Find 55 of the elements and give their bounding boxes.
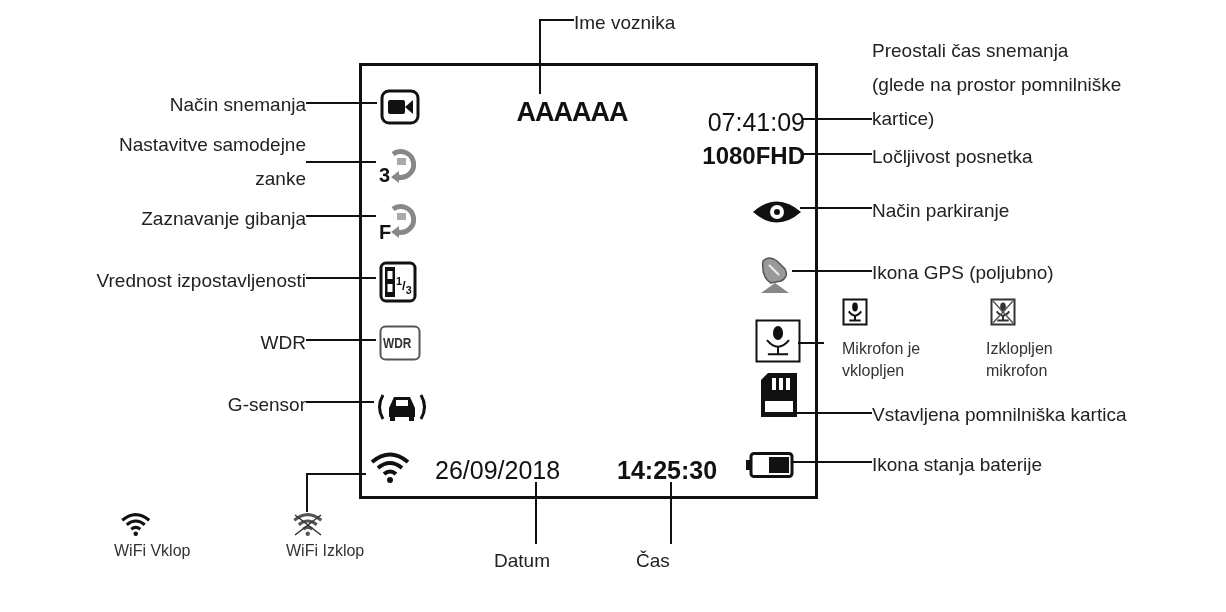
microphone-icon bbox=[755, 319, 801, 363]
leader-line bbox=[801, 118, 873, 120]
time-text: 14:25:30 bbox=[617, 455, 735, 485]
callout-label: Vstavljena pomnilniška kartica bbox=[872, 398, 1224, 428]
callout-label: Zaznavanje gibanja bbox=[86, 202, 306, 232]
screen-frame bbox=[359, 63, 818, 499]
icon-caption: Mikrofon je vklopljen bbox=[842, 339, 922, 381]
leader-line bbox=[799, 207, 873, 209]
callout-label: Vrednost izpostavljenosti bbox=[4, 264, 306, 294]
eye-icon bbox=[751, 199, 803, 225]
callout-label: Ločljivost posnetka bbox=[872, 140, 1112, 170]
icon-letter: 3 bbox=[379, 165, 391, 185]
resolution-text: 1080FHD bbox=[679, 141, 805, 171]
wifi-icon bbox=[369, 451, 411, 483]
video-camera-icon bbox=[380, 89, 420, 125]
wifi-icon bbox=[120, 512, 152, 538]
icon-caption: WiFi Vklop bbox=[114, 541, 192, 561]
callout-label: G-sensor bbox=[156, 388, 306, 418]
leader-line bbox=[791, 270, 873, 272]
callout-label: Način snemanja bbox=[106, 88, 306, 118]
driver-name-text: AAAAAA bbox=[499, 97, 645, 127]
date-text: 26/09/2018 bbox=[435, 455, 599, 485]
recording-time-text: 07:41:09 bbox=[687, 107, 805, 137]
leader-line bbox=[539, 19, 575, 95]
muted-microphone-icon bbox=[990, 298, 1016, 326]
icon-caption: Izklopljen mikrofon bbox=[986, 339, 1054, 381]
leader-line bbox=[797, 342, 825, 344]
microphone-icon bbox=[842, 298, 868, 326]
callout-label: Ime voznika bbox=[574, 6, 714, 34]
callout-label: Ikona stanja baterije bbox=[872, 448, 1122, 478]
callout-label: WDR bbox=[196, 326, 306, 356]
callout-label: Način parkiranje bbox=[872, 194, 1092, 224]
leader-line bbox=[305, 339, 377, 341]
fraction-text: $^{1}$/$_{3}$ bbox=[396, 274, 412, 298]
callout-label: Nastavitve samodejne zanke bbox=[86, 128, 306, 196]
leader-line bbox=[801, 153, 873, 155]
icon-caption: WiFi Izklop bbox=[286, 541, 366, 561]
leader-line bbox=[306, 473, 367, 513]
icon-text: WDR bbox=[383, 334, 412, 352]
memory-card-icon bbox=[759, 371, 799, 419]
leader-line bbox=[305, 161, 377, 163]
leader-line bbox=[305, 215, 377, 217]
leader-line bbox=[305, 401, 375, 403]
callout-label: Datum bbox=[494, 544, 578, 574]
leader-line bbox=[670, 481, 672, 545]
callout-label: Ikona GPS (poljubno) bbox=[872, 256, 1122, 286]
wifi-off-icon bbox=[292, 512, 324, 538]
leader-line bbox=[305, 102, 378, 104]
leader-line bbox=[305, 277, 377, 279]
battery-icon bbox=[745, 451, 795, 479]
icon-letter: F bbox=[379, 222, 392, 242]
callout-label: Čas bbox=[636, 544, 706, 574]
leader-line bbox=[535, 481, 537, 545]
callout-label: Preostali čas snemanja (glede na prostor pomnilniške kartice) bbox=[872, 34, 1124, 136]
leader-line bbox=[791, 461, 873, 463]
